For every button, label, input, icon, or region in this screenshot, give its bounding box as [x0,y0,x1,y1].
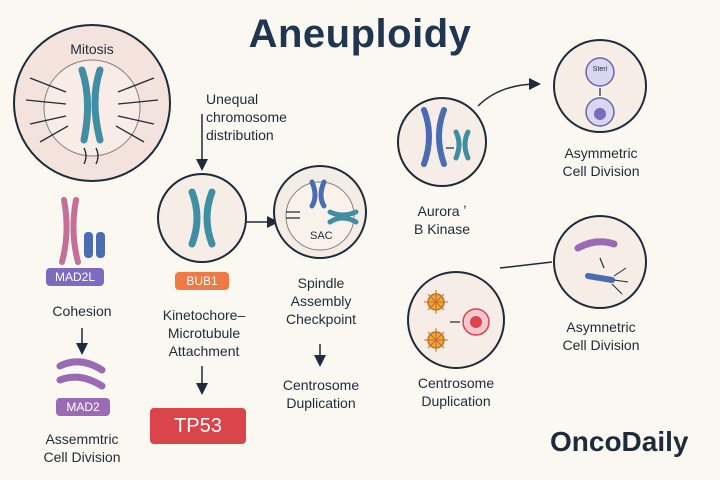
mitosis-cell [13,24,171,182]
brand-logo: OncoDaily [550,426,689,457]
badge-mad2l: MAD2L [46,268,104,286]
arrow-aurora-asym [477,78,541,107]
label-centrosome-duplication-right: Centrosome Duplication [417,375,495,409]
label-unequal-distribution: Unequal chromosome distribution [206,91,287,143]
centrosome-right-cell [407,271,505,369]
mad2-chromosomes [56,358,106,390]
sac-cell [273,165,367,259]
label-mitosis: Mitosis [70,41,114,57]
label-assemmtric-cell-division: Assemmtric Cell Division [43,431,121,465]
aurora-cell [397,97,487,187]
page-title: Aneuploidy [248,12,472,56]
label-centrosome-duplication-mid: Centrosome Duplication [282,377,360,411]
label-kinetochore-attachment: Kinetochore– Microtubule Attachment [162,307,246,359]
label-spindle-assembly-checkpoint: Spindle Assembly Checkpoint [285,275,357,327]
badge-bub1: BUB1 [175,272,229,290]
badge-mad2: MAD2 [56,398,110,416]
label-cohesion: Cohesion [52,303,112,319]
label-asymmetric-cell-division-top: Asymmetric Cell Division [562,145,640,179]
badge-tp53: TP53 [150,408,246,444]
asym-bottom-cell [499,215,647,309]
kinetochore-cell [157,173,247,263]
asym-top-cell [553,39,647,133]
label-sac: SAC [310,230,333,242]
label-aurora-b-kinase: Aurora ʼ B Kinase [413,203,471,237]
label-asymnetric-cell-division-bottom: Asymnetric Cell Division [562,319,640,353]
label-steri: Steri [592,66,608,73]
cohesion-chromosomes [59,197,105,265]
